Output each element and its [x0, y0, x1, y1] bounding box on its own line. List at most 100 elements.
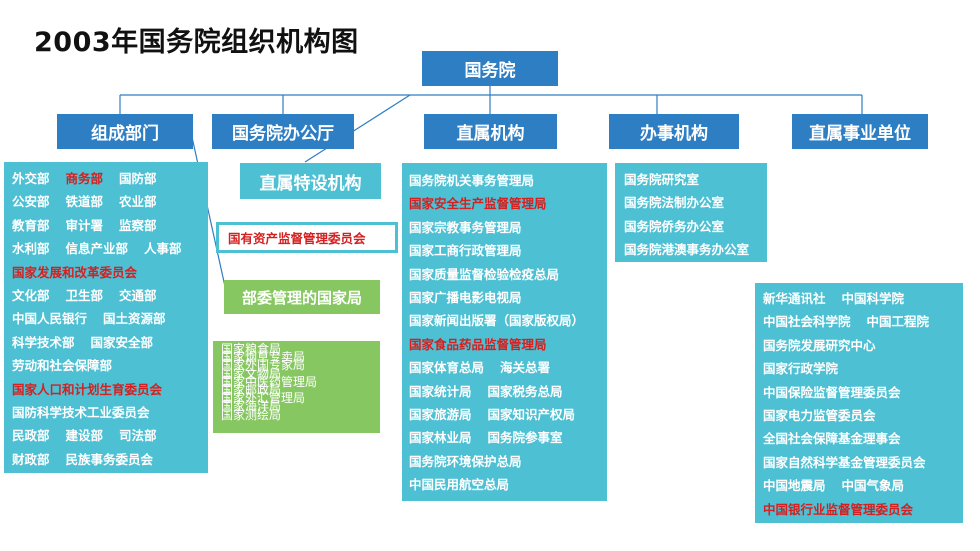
list-row: 中国银行业监督管理委员会: [763, 498, 963, 521]
list-item: 农业部: [119, 194, 157, 210]
category-shiye: 直属事业单位: [792, 114, 928, 149]
list-item: 铁道部: [65, 194, 104, 210]
list-row: 中国保险监督管理委员会: [763, 381, 963, 404]
category-bangongting: 国务院办公厅: [212, 114, 354, 149]
list-item: 中国银行业监督管理委员会: [763, 501, 914, 517]
list-row: 中国社会科学院中国工程院: [763, 310, 963, 333]
category-zucheng: 组成部门: [57, 114, 193, 149]
list-item: 公安部: [12, 194, 50, 210]
list-row: 水利部信息产业部人事部: [12, 237, 208, 260]
list-item: 国家安全生产监督管理局: [409, 196, 547, 212]
list-item: 中国社会科学院: [763, 314, 851, 330]
list-item: 国家统计局: [409, 383, 472, 399]
list-item: 水利部: [12, 241, 50, 257]
list-row: 民政部建设部司法部: [12, 424, 208, 447]
list-item: 国家工商行政管理局: [409, 243, 522, 259]
list-row: 国家发展和改革委员会: [12, 261, 208, 284]
list-item: 国务院环境保护总局: [409, 453, 522, 469]
list-row: 中国地震局中国气象局: [763, 474, 963, 497]
list-item: 国家文物局: [221, 366, 282, 381]
list-item: 国务院港澳事务办公室: [624, 242, 750, 258]
category-banshi: 办事机构: [609, 114, 739, 149]
list-row: 国务院港澳事务办公室: [624, 238, 767, 261]
buwei-list: 国家粮食局国家烟草专卖局国家外国专家局国家文物局国家中医药管理局国家邮政局国家外…: [213, 341, 380, 433]
list-row: 国家林业局国务院参事室: [409, 426, 607, 449]
category-zhishu: 直属机构: [424, 114, 557, 149]
list-row: 国家食品药品监督管理局: [409, 333, 607, 356]
list-item: 司法部: [119, 428, 157, 444]
list-item: 国家粮食局: [221, 342, 282, 356]
list-item: 民族事务委员会: [65, 451, 154, 467]
list-item: 国家质量监督检验检疫总局: [409, 266, 560, 282]
list-row: 劳动和社会保障部: [12, 354, 208, 377]
list-item: 文化部: [12, 288, 50, 304]
list-item: 全国社会保障基金理事会: [763, 431, 901, 447]
list-row: 国务院侨务办公室: [624, 215, 767, 238]
list-item: 国家测绘局: [221, 407, 282, 422]
list-row: 国家人口和计划生育委员会: [12, 378, 208, 401]
list-item: 国家中医药管理局: [221, 374, 318, 389]
list-item: 科学技术部: [12, 334, 75, 350]
zucheng-panel: 外交部商务部国防部公安部铁道部农业部教育部审计署监察部水利部信息产业部人事部国家…: [4, 162, 208, 473]
list-item: 新华通讯社: [763, 291, 826, 306]
list-row: 国务院机关事务管理局: [409, 169, 607, 192]
category-buwei: 部委管理的国家局: [224, 280, 380, 314]
banshi-panel: 国务院研究室国务院法制办公室国务院侨务办公室国务院港澳事务办公室: [615, 163, 767, 262]
list-item: 信息产业部: [65, 241, 129, 257]
list-item: 财政部: [12, 451, 50, 467]
list-item: 劳动和社会保障部: [12, 358, 113, 374]
list-item: 监察部: [119, 217, 157, 233]
list-row: 国防科学技术工业委员会: [12, 401, 208, 424]
list-item: 国家旅游局: [409, 407, 472, 423]
list-item: 中国工程院: [866, 314, 930, 330]
list-row: 国家广播电影电视局: [409, 286, 607, 309]
list-row: 国家安全生产监督管理局: [409, 192, 607, 215]
list-item: 国家安全部: [90, 334, 154, 350]
page-title: 2003年国务院组织机构图: [34, 27, 359, 58]
list-item: 人事部: [144, 241, 182, 257]
list-item: 中国科学院: [841, 291, 905, 306]
list-item: 中国保险监督管理委员会: [763, 384, 901, 400]
list-item: 国务院机关事务管理局: [409, 173, 535, 188]
list-row: 国家电力监管委员会: [763, 404, 963, 427]
list-item: 外交部: [12, 171, 50, 186]
list-item: 商务部: [65, 171, 104, 186]
list-row: 全国社会保障基金理事会: [763, 427, 963, 450]
list-item: 国土资源部: [103, 311, 166, 327]
list-row: 教育部审计署监察部: [12, 214, 208, 237]
list-item: 中国人民银行: [12, 311, 88, 327]
list-item: 国务院法制办公室: [624, 195, 725, 211]
list-item: 国务院发展研究中心: [763, 337, 876, 353]
list-row: 国家统计局国家税务总局: [409, 380, 607, 403]
list-item: 国务院侨务办公室: [624, 218, 725, 234]
list-item: 中国气象局: [841, 478, 905, 494]
list-item: 国家外国专家局: [221, 358, 306, 373]
list-row: 国家质量监督检验检疫总局: [409, 263, 607, 286]
list-item: 国家知识产权局: [487, 407, 576, 423]
list-row: 国家行政学院: [763, 357, 963, 380]
list-item: 审计署: [65, 217, 104, 233]
list-item: 国务院参事室: [487, 430, 563, 446]
list-item: 交通部: [119, 288, 157, 304]
list-item: 国家邮政局: [221, 383, 282, 398]
root-node: 国务院: [422, 51, 558, 86]
list-row: 国家新闻出版署（国家版权局）: [409, 309, 607, 332]
teshe-item: 国有资产监督管理委员会: [216, 222, 398, 253]
list-row: 国家宗教事务管理局: [409, 216, 607, 239]
list-item: 国务院研究室: [624, 172, 700, 187]
list-row: 国家体育总局海关总署: [409, 356, 607, 379]
list-row: 中国民用航空总局: [409, 473, 607, 496]
list-row: 国家工商行政管理局: [409, 239, 607, 262]
list-item: 国家宗教事务管理局: [409, 219, 522, 235]
list-row: 财政部民族事务委员会: [12, 448, 208, 471]
list-row: 中国人民银行国土资源部: [12, 307, 208, 330]
list-item: 海关总署: [500, 360, 551, 376]
list-item: 国家食品药品监督管理局: [409, 336, 547, 352]
list-item: 国家新闻出版署（国家版权局）: [409, 313, 585, 329]
list-row: 科学技术部国家安全部: [12, 331, 208, 354]
list-item: 国防科学技术工业委员会: [12, 405, 150, 421]
list-row: 新华通讯社中国科学院: [763, 287, 963, 310]
list-item: 国家税务总局: [487, 383, 563, 399]
list-row: 文化部卫生部交通部: [12, 284, 208, 307]
